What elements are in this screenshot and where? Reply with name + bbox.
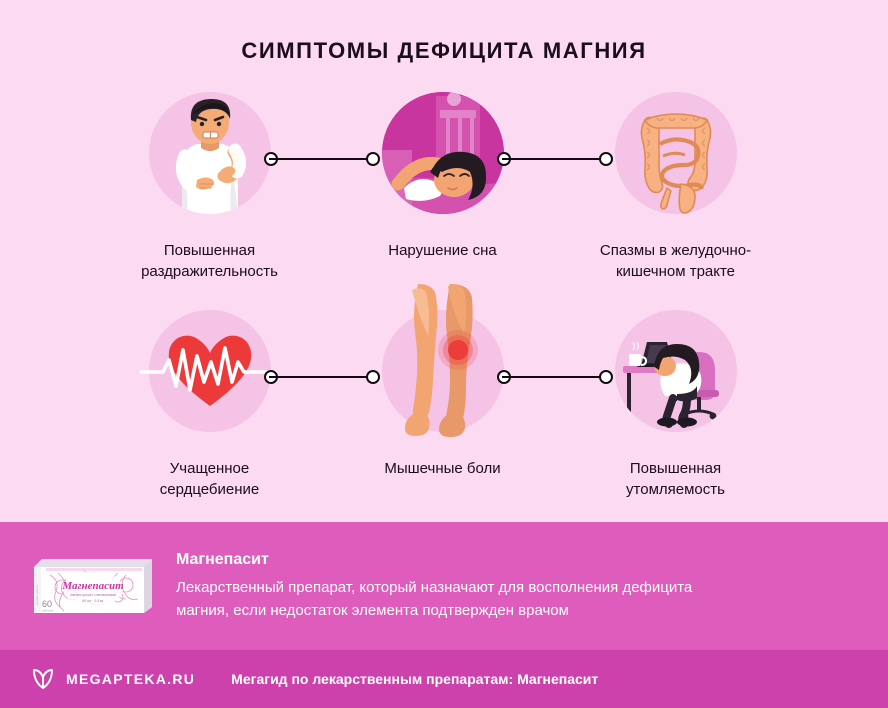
symptom-label: Повышенная утомляемость (559, 458, 792, 500)
site-footer: MEGAPTEKA.RU Мегагид по лекарственным пр… (0, 650, 888, 708)
banner-description: Лекарственный препарат, который назначаю… (176, 576, 692, 622)
connector-line (264, 370, 380, 384)
package-product-name: Магнепасит (61, 580, 124, 592)
connector-dot-right (599, 152, 613, 166)
symptom-label-line1: Нарушение сна (388, 242, 497, 259)
svg-text:магния цитрат с витаминами: магния цитрат с витаминами (70, 593, 116, 597)
leg-pain-icon (404, 284, 478, 437)
svg-text:таблеток: таблеток (42, 609, 54, 613)
symptom-item-palpitations: Учащенное сердцебиение (93, 310, 326, 500)
product-package-image: Магнепасит магния цитрат с витаминами 60… (34, 559, 152, 613)
product-banner: Магнепасит магния цитрат с витаминами 60… (0, 522, 888, 650)
banner-description-line1: Лекарственный препарат, который назначаю… (176, 578, 693, 596)
banner-description-line2: магния, если недостаток элемента подтвер… (176, 601, 569, 619)
connector-dot-right (366, 152, 380, 166)
banner-text-block: Магнепасит Лекарственный препарат, котор… (176, 551, 692, 622)
heartbeat-icon (138, 335, 277, 406)
symptom-row: Повышенная раздражительность (0, 92, 888, 310)
symptom-label-line1: Спазмы в желудочно- (599, 242, 752, 259)
connector-line (497, 152, 613, 166)
symptom-label: Повышенная раздражительность (93, 240, 326, 282)
symptom-icon-circle (138, 310, 277, 432)
symptom-item-gi-spasms: Спазмы в желудочно- кишечном тракте (559, 92, 792, 282)
symptom-label: Учащенное сердцебиение (93, 458, 326, 500)
symptom-label: Спазмы в желудочно- кишечном тракте (559, 240, 792, 282)
svg-text:60 шт · 0,5 мг: 60 шт · 0,5 мг (82, 599, 104, 603)
megapteka-butterfly-logo-icon[interactable] (30, 666, 56, 692)
symptoms-grid: Повышенная раздражительность (0, 92, 888, 528)
symptom-label-line2: кишечном тракте (615, 263, 736, 280)
package-count: 60 (42, 599, 52, 609)
symptom-icon-circle (614, 310, 737, 432)
symptom-label-line2: раздражительность (141, 263, 278, 280)
intestines-icon (640, 113, 711, 214)
banner-product-name: Магнепасит (176, 550, 269, 568)
symptom-icon-circle (381, 92, 504, 214)
sleeping-woman-icon (381, 92, 504, 214)
symptom-item-irritability: Повышенная раздражительность (93, 92, 326, 282)
connector-line (264, 152, 380, 166)
symptom-label-line1: Повышенная (629, 460, 722, 477)
symptom-label-line2: утомляемость (626, 481, 725, 498)
connector-bar (502, 158, 608, 160)
connector-bar (502, 376, 608, 378)
symptom-row: Учащенное сердцебиение (0, 284, 888, 528)
svg-text:магния цитрат: магния цитрат (35, 584, 39, 605)
connector-bar (269, 376, 375, 378)
symptom-item-fatigue: Повышенная утомляемость (559, 310, 792, 500)
connector-dot-right (599, 370, 613, 384)
page-title: СИМПТОМЫ ДЕФИЦИТА МАГНИЯ (241, 38, 647, 63)
symptom-icon-circle (148, 92, 271, 214)
symptom-label-line1: Учащенное (169, 460, 250, 477)
symptom-item-muscle-pain: Мышечные боли (326, 284, 559, 479)
symptom-label-line1: Повышенная (163, 242, 256, 259)
connector-line (497, 370, 613, 384)
tired-woman-desk-icon (622, 341, 719, 428)
symptom-label: Нарушение сна (326, 240, 559, 261)
logo-text[interactable]: MEGAPTEKA.RU (66, 671, 196, 687)
footer-caption: Мегагид по лекарственным препаратам: Маг… (231, 671, 599, 687)
symptom-item-sleep-disturbance: Нарушение сна (326, 92, 559, 261)
symptom-icon-circle (614, 92, 737, 214)
irritable-man-icon (175, 98, 246, 214)
symptom-icon-circle (381, 284, 504, 437)
symptom-label-line1: Мышечные боли (384, 460, 501, 477)
symptom-label: Мышечные боли (326, 458, 559, 479)
connector-dot-right (366, 370, 380, 384)
symptom-label-line2: сердцебиение (159, 481, 260, 498)
connector-bar (269, 158, 375, 160)
